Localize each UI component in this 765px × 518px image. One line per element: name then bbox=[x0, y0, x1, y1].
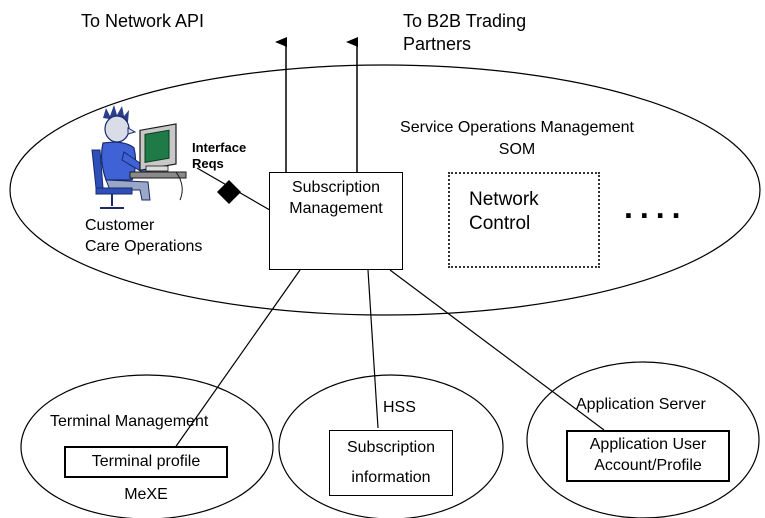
som-title-line2: SOM bbox=[498, 141, 536, 158]
subscription-information-line1: Subscription bbox=[346, 439, 436, 456]
network-control-line2: Control bbox=[469, 213, 531, 234]
link-to-subscription-information bbox=[367, 269, 379, 429]
hss-title: HSS bbox=[383, 399, 416, 416]
more-components-ellipsis: .... bbox=[624, 189, 688, 225]
link-to-application-user-account bbox=[389, 269, 605, 431]
subscription-information-box: Subscription information bbox=[329, 430, 453, 496]
customer-care-line2: Care Operations bbox=[85, 238, 203, 255]
subscription-management-line1: Subscription bbox=[291, 179, 381, 196]
network-control-box bbox=[448, 172, 600, 268]
interface-reqs-line1: Interface bbox=[192, 140, 247, 155]
terminal-management-title: Terminal Management bbox=[50, 413, 209, 430]
terminal-management-footer: MeXE bbox=[124, 486, 168, 503]
label-to-b2b-line2: Partners bbox=[403, 34, 472, 54]
application-user-account-box: Application User Account/Profile bbox=[566, 430, 730, 482]
customer-care-operator-icon bbox=[91, 105, 187, 209]
interface-reqs-line2: Reqs bbox=[192, 156, 224, 171]
application-server-ellipse bbox=[526, 361, 760, 518]
terminal-profile-label: Terminal profile bbox=[91, 453, 201, 470]
network-control-line1: Network bbox=[469, 189, 539, 210]
customer-care-line1: Customer bbox=[85, 217, 155, 234]
application-user-line2: Account/Profile bbox=[594, 457, 702, 474]
label-to-b2b-line1: To B2B Trading bbox=[403, 11, 527, 31]
subscription-management-line2: Management bbox=[289, 200, 383, 217]
subscription-information-line2: information bbox=[351, 469, 431, 486]
application-user-line1: Application User bbox=[589, 436, 707, 453]
application-server-title: Application Server bbox=[576, 396, 706, 413]
hss-ellipse bbox=[278, 374, 504, 518]
terminal-profile-box: Terminal profile bbox=[64, 446, 228, 478]
som-title-line1: Service Operations Management bbox=[400, 119, 634, 136]
interface-diamond bbox=[217, 180, 241, 204]
terminal-management-ellipse bbox=[20, 374, 274, 518]
link-to-terminal-profile bbox=[171, 269, 301, 453]
label-to-network-api: To Network API bbox=[81, 11, 205, 31]
som-ellipse bbox=[9, 64, 761, 316]
subscription-management-box: Subscription Management bbox=[269, 172, 403, 270]
